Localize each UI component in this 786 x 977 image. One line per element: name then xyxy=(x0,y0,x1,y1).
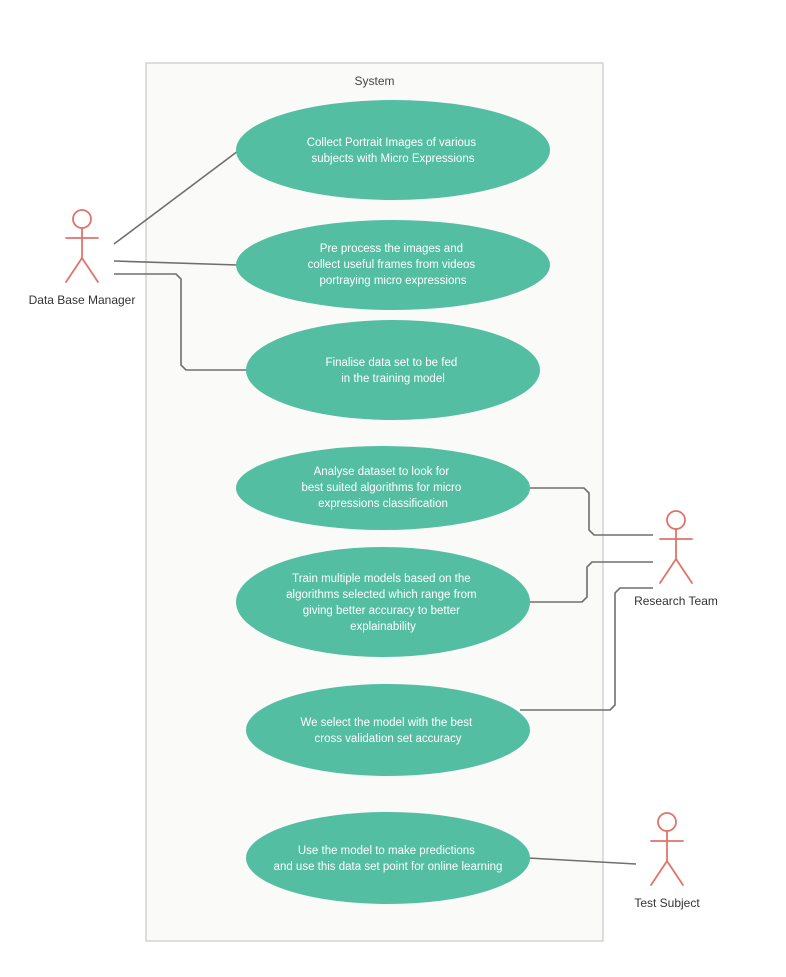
use-case-text-line: collect useful frames from videos xyxy=(308,259,476,271)
use-case-select-best-model[interactable]: We select the model with the best cross … xyxy=(246,684,530,776)
use-case-text-line: explainability xyxy=(350,621,416,633)
use-case-text-line: portraying micro expressions xyxy=(319,275,466,287)
system-title: System xyxy=(354,74,394,88)
svg-text:Finalise data set to be fed: Finalise data set to be fed in the train… xyxy=(326,357,461,385)
svg-text:Pre process the images and: Pre process the images and collect usefu… xyxy=(308,243,479,287)
use-case-text-line: in the training model xyxy=(341,373,445,385)
use-case-text-line: Finalise data set to be fed xyxy=(326,357,458,369)
use-case-text-line: subjects with Micro Expressions xyxy=(312,153,475,165)
use-case-text-line: cross validation set accuracy xyxy=(314,733,461,745)
svg-text:We select the model with the: We select the model with the best cross … xyxy=(301,717,476,745)
use-case-text-line: giving better accuracy to better xyxy=(303,605,460,617)
use-case-ellipse xyxy=(246,320,540,420)
svg-text:Analyse dataset to look for: Analyse dataset to look for best suited … xyxy=(302,466,465,510)
stick-figure-actor-icon xyxy=(650,812,684,886)
actor-label: Data Base Manager xyxy=(29,293,136,307)
use-case-ellipse xyxy=(236,220,550,310)
connector-dbm-uc2 xyxy=(113,260,239,266)
use-case-text-line: Collect Portrait Images of various xyxy=(307,137,477,149)
actor-label: Research Team xyxy=(634,594,718,608)
use-case-ellipse xyxy=(246,684,530,776)
stick-figure-actor-icon xyxy=(65,209,99,283)
actor-research-team[interactable]: Research Team xyxy=(634,510,718,608)
stick-figure-actor-icon xyxy=(659,510,693,584)
connector-dbm-uc1 xyxy=(113,150,239,245)
use-case-ellipse xyxy=(246,812,530,904)
svg-text:Collect Portrait Images of var: Collect Portrait Images of various subje… xyxy=(307,137,480,165)
actor-data-base-manager[interactable]: Data Base Manager xyxy=(29,209,136,307)
use-case-train-multiple-models[interactable]: Train multiple models based on the algor… xyxy=(236,547,530,657)
connector-dbm-uc3 xyxy=(114,273,247,371)
use-case-text-line: Analyse dataset to look for xyxy=(314,466,450,478)
use-case-text-line: Use the model to make predictions xyxy=(298,845,475,857)
use-case-ellipse xyxy=(236,100,550,200)
use-case-use-model-predictions[interactable]: Use the model to make predictions and us… xyxy=(246,812,530,904)
use-case-analyse-dataset[interactable]: Analyse dataset to look for best suited … xyxy=(236,446,530,530)
use-case-ellipse xyxy=(236,446,530,530)
use-case-text-line: We select the model with the best xyxy=(301,717,474,729)
connector-ts-uc7 xyxy=(527,857,637,865)
svg-text:Train multiple models based on: Train multiple models based on the algor… xyxy=(286,573,480,633)
use-case-text-line: and use this data set point for online l… xyxy=(274,861,503,873)
use-case-pre-process-images[interactable]: Pre process the images and collect usefu… xyxy=(236,220,550,310)
use-case-text-line: best suited algorithms for micro xyxy=(302,482,462,494)
connector-rt-uc5 xyxy=(528,561,653,603)
use-case-text-line: Pre process the images and xyxy=(320,243,463,255)
use-case-text-line: expressions classification xyxy=(318,498,448,510)
actor-test-subject[interactable]: Test Subject xyxy=(634,812,700,910)
connector-rt-uc4 xyxy=(530,487,653,536)
use-case-text-line: Train multiple models based on the xyxy=(292,573,471,585)
use-case-text-line: algorithms selected which range from xyxy=(286,589,476,601)
actor-label: Test Subject xyxy=(634,896,700,910)
use-case-collect-portrait-images[interactable]: Collect Portrait Images of various subje… xyxy=(236,100,550,200)
svg-text:Use the model to make predicti: Use the model to make predictions and us… xyxy=(274,845,503,873)
use-case-finalise-data-set[interactable]: Finalise data set to be fed in the train… xyxy=(246,320,540,420)
use-case-ellipse xyxy=(236,547,530,657)
connector-rt-uc6 xyxy=(520,587,653,711)
